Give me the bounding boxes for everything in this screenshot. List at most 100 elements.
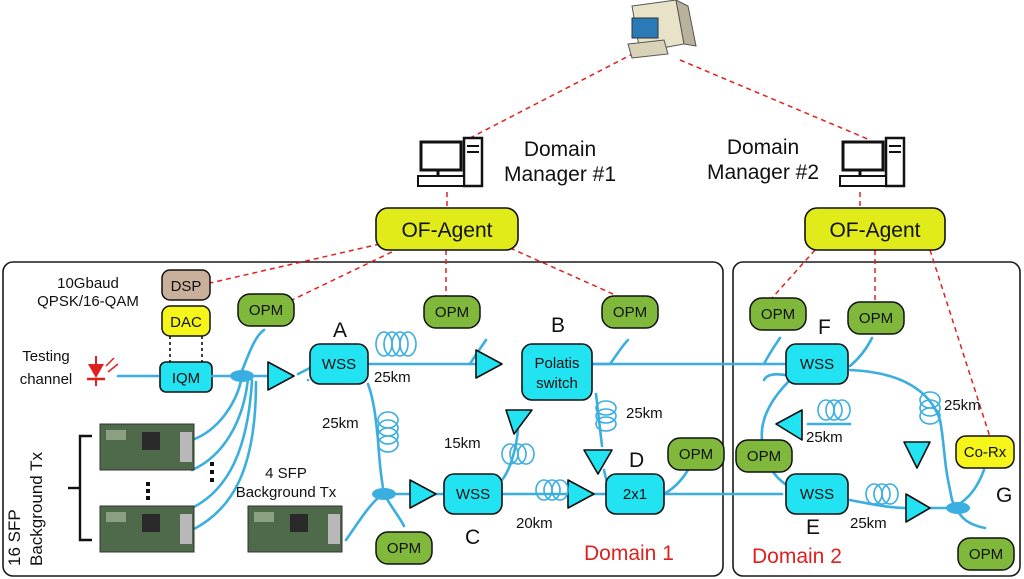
testing-line2: channel <box>20 371 73 388</box>
fiber-coil-icon <box>375 331 417 357</box>
opm-1-label: OPM <box>249 302 283 319</box>
wss-e <box>785 473 849 515</box>
of-agent-1 <box>375 207 519 251</box>
polatis-line2: switch <box>536 375 578 392</box>
format-line2: QPSK/16-QAM <box>37 293 139 310</box>
domain-2-label: Domain 2 <box>752 545 842 568</box>
fpga-board-icon <box>99 505 195 553</box>
wss-a <box>309 343 369 385</box>
amplifier-icon <box>475 349 503 379</box>
amplifier-icon <box>775 409 803 441</box>
opm-5 <box>375 531 433 565</box>
dac-label: DAC <box>170 314 202 331</box>
node-d: D <box>629 449 644 472</box>
splitter-1 <box>230 370 254 382</box>
workstation-icon <box>417 136 484 188</box>
opm-2-label: OPM <box>435 304 469 321</box>
node-g: G <box>996 484 1012 507</box>
dm2-line2: Manager #2 <box>707 161 819 184</box>
co-rx-box <box>955 435 1015 469</box>
opm-5-label: OPM <box>387 540 421 557</box>
span-5: 20km <box>516 515 553 532</box>
sfp4-line1: 4 SFP <box>265 465 307 482</box>
fiber-coil-icon <box>535 479 569 501</box>
amplifier-icon <box>903 441 931 469</box>
opm-1 <box>237 293 295 327</box>
node-f: F <box>818 316 831 339</box>
opm-7-label: OPM <box>859 310 893 327</box>
domain-2-box <box>732 261 1021 577</box>
fiber-coil-icon <box>377 411 399 453</box>
opm-6 <box>749 297 807 331</box>
opm-6-label: OPM <box>761 306 795 323</box>
splitter-2 <box>372 488 396 500</box>
co-rx-label: Co-Rx <box>964 444 1007 461</box>
splitter-3 <box>946 502 970 514</box>
span-4: 15km <box>444 435 481 452</box>
dsp-box <box>161 269 211 301</box>
opm-7 <box>847 301 905 335</box>
amplifier-icon <box>267 361 295 391</box>
opm-9 <box>957 537 1015 571</box>
more-boards-dots <box>146 462 214 500</box>
background-line2: Background Tx <box>27 451 46 566</box>
opm-8-label: OPM <box>747 448 781 465</box>
opm-2 <box>423 295 481 329</box>
fpga-board-icon <box>247 505 343 553</box>
fiber-coil-icon <box>501 443 535 465</box>
background-line1: 16 SFP <box>5 509 24 566</box>
dm1-line2: Manager #1 <box>504 163 616 186</box>
server-computer-icon <box>627 0 697 59</box>
fiber-coil-icon <box>817 399 851 421</box>
amplifier-icon <box>905 493 931 523</box>
wss-c-label: WSS <box>456 486 490 503</box>
fiber-coil-icon <box>919 391 941 425</box>
span-6: 25km <box>806 429 843 446</box>
amplifier-icon <box>409 479 437 509</box>
node-a: A <box>333 319 347 342</box>
polatis-line1: Polatis <box>534 355 579 372</box>
bracket-icon <box>68 434 92 542</box>
opm-4-label: OPM <box>679 446 713 463</box>
dac-box <box>161 305 211 337</box>
dm2-line1: Domain <box>727 136 799 159</box>
wss-f-label: WSS <box>800 356 834 373</box>
fiber-coil-icon <box>865 483 899 505</box>
span-3: 25km <box>626 405 663 422</box>
opm-3 <box>601 295 659 329</box>
format-line1: 10Gbaud <box>57 275 119 292</box>
amplifier-icon <box>583 449 613 475</box>
fiber-coil-icon <box>595 400 617 432</box>
span-2: 25km <box>322 415 359 432</box>
amplifier-icon <box>567 479 595 509</box>
laser-diode-icon <box>87 356 119 386</box>
dsp-label: DSP <box>171 278 202 295</box>
coupler-2x1 <box>605 473 665 515</box>
wss-c <box>443 473 503 515</box>
node-c: C <box>465 526 480 549</box>
opm-4 <box>667 437 725 471</box>
of-agent-2 <box>804 207 946 251</box>
wss-a-label: WSS <box>322 356 356 373</box>
node-e: E <box>806 516 820 539</box>
sfp4-line2: Background Tx <box>236 484 337 501</box>
workstation-icon <box>839 136 906 188</box>
of-agent-1-label: OF-Agent <box>401 219 492 242</box>
domain-1-box <box>2 261 724 577</box>
span-1: 25km <box>374 369 411 386</box>
of-agent-2-label: OF-Agent <box>829 219 920 242</box>
span-7: 25km <box>944 397 981 414</box>
coupler-label: 2x1 <box>623 486 647 503</box>
domain-1-label: Domain 1 <box>584 542 674 565</box>
polatis-switch <box>521 343 593 401</box>
opm-3-label: OPM <box>613 304 647 321</box>
opm-9-label: OPM <box>969 546 1003 563</box>
testing-line1: Testing <box>22 348 70 365</box>
wss-f <box>785 343 849 385</box>
fpga-board-icon <box>99 423 195 471</box>
opm-8 <box>735 439 793 473</box>
wss-e-label: WSS <box>800 486 834 503</box>
span-8: 25km <box>850 515 887 532</box>
